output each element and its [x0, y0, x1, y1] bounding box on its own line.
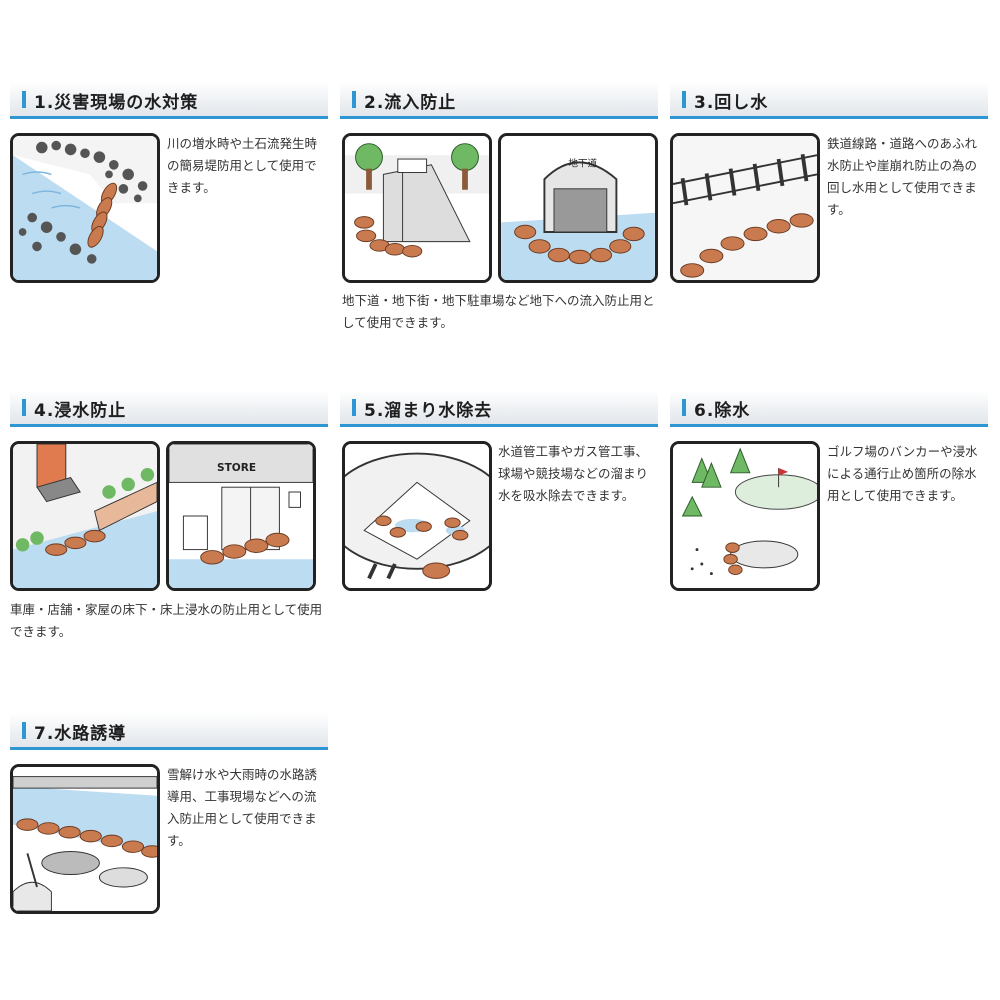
- section-header: 4.浸水防止: [10, 390, 328, 427]
- header-accent-bar: [682, 399, 686, 416]
- section-7: 7.水路誘導: [10, 713, 328, 750]
- section-header: 2.流入防止: [340, 82, 658, 119]
- header-accent-bar: [22, 722, 26, 739]
- section-2: 2.流入防止: [340, 82, 658, 119]
- section-header: 3.回し水: [670, 82, 988, 119]
- section-description: ゴルフ場のバンカーや浸水による通行止め箇所の除水用として使用できます。: [827, 444, 978, 503]
- section-title: 3.回し水: [694, 93, 769, 113]
- header-accent-bar: [352, 399, 356, 416]
- house-flood-illustration: [10, 441, 160, 591]
- sign-text: STORE: [217, 462, 256, 474]
- section-3: 3.回し水: [670, 82, 988, 119]
- waterway-illustration: [10, 764, 160, 914]
- section-header: 6.除水: [670, 390, 988, 427]
- header-accent-bar: [352, 91, 356, 108]
- stadium-illustration: [342, 441, 492, 591]
- section-description: 水道管工事やガス管工事、球場や競技場などの溜まり水を吸水除去できます。: [498, 444, 649, 503]
- section-title: 5.溜まり水除去: [364, 401, 493, 421]
- section-description: 川の増水時や土石流発生時の簡易堤防用として使用できます。: [167, 136, 318, 195]
- section-5: 5.溜まり水除去: [340, 390, 658, 427]
- riverbank-illustration: [10, 133, 160, 283]
- section-description: 雪解け水や大雨時の水路誘導用、工事現場などへの流入防止用として使用できます。: [167, 767, 318, 848]
- section-1: 1.災害現場の水対策: [10, 82, 328, 119]
- underground-drain-illustration: [342, 133, 492, 283]
- section-6: 6.除水: [670, 390, 988, 427]
- underground-entrance-illustration: 地下道: [498, 133, 658, 283]
- section-header: 7.水路誘導: [10, 713, 328, 750]
- sign-text: 地下道: [568, 158, 597, 170]
- section-title: 6.除水: [694, 401, 751, 421]
- golf-bunker-illustration: [670, 441, 820, 591]
- header-accent-bar: [22, 399, 26, 416]
- header-accent-bar: [22, 91, 26, 108]
- section-title: 4.浸水防止: [34, 401, 127, 421]
- section-title: 1.災害現場の水対策: [34, 93, 199, 113]
- railway-illustration: [670, 133, 820, 283]
- section-description: 地下道・地下街・地下駐車場など地下への流入防止用として使用できます。: [342, 293, 655, 330]
- header-accent-bar: [682, 91, 686, 108]
- section-description: 鉄道線路・道路へのあふれ水防止や崖崩れ防止の為の回し水用として使用できます。: [827, 136, 978, 217]
- section-header: 1.災害現場の水対策: [10, 82, 328, 119]
- section-title: 7.水路誘導: [34, 724, 127, 744]
- section-description: 車庫・店舗・家屋の床下・床上浸水の防止用として使用できます。: [10, 602, 323, 639]
- section-title: 2.流入防止: [364, 93, 457, 113]
- section-header: 5.溜まり水除去: [340, 390, 658, 427]
- section-4: 4.浸水防止: [10, 390, 328, 427]
- store-flood-illustration: STORE: [166, 441, 316, 591]
